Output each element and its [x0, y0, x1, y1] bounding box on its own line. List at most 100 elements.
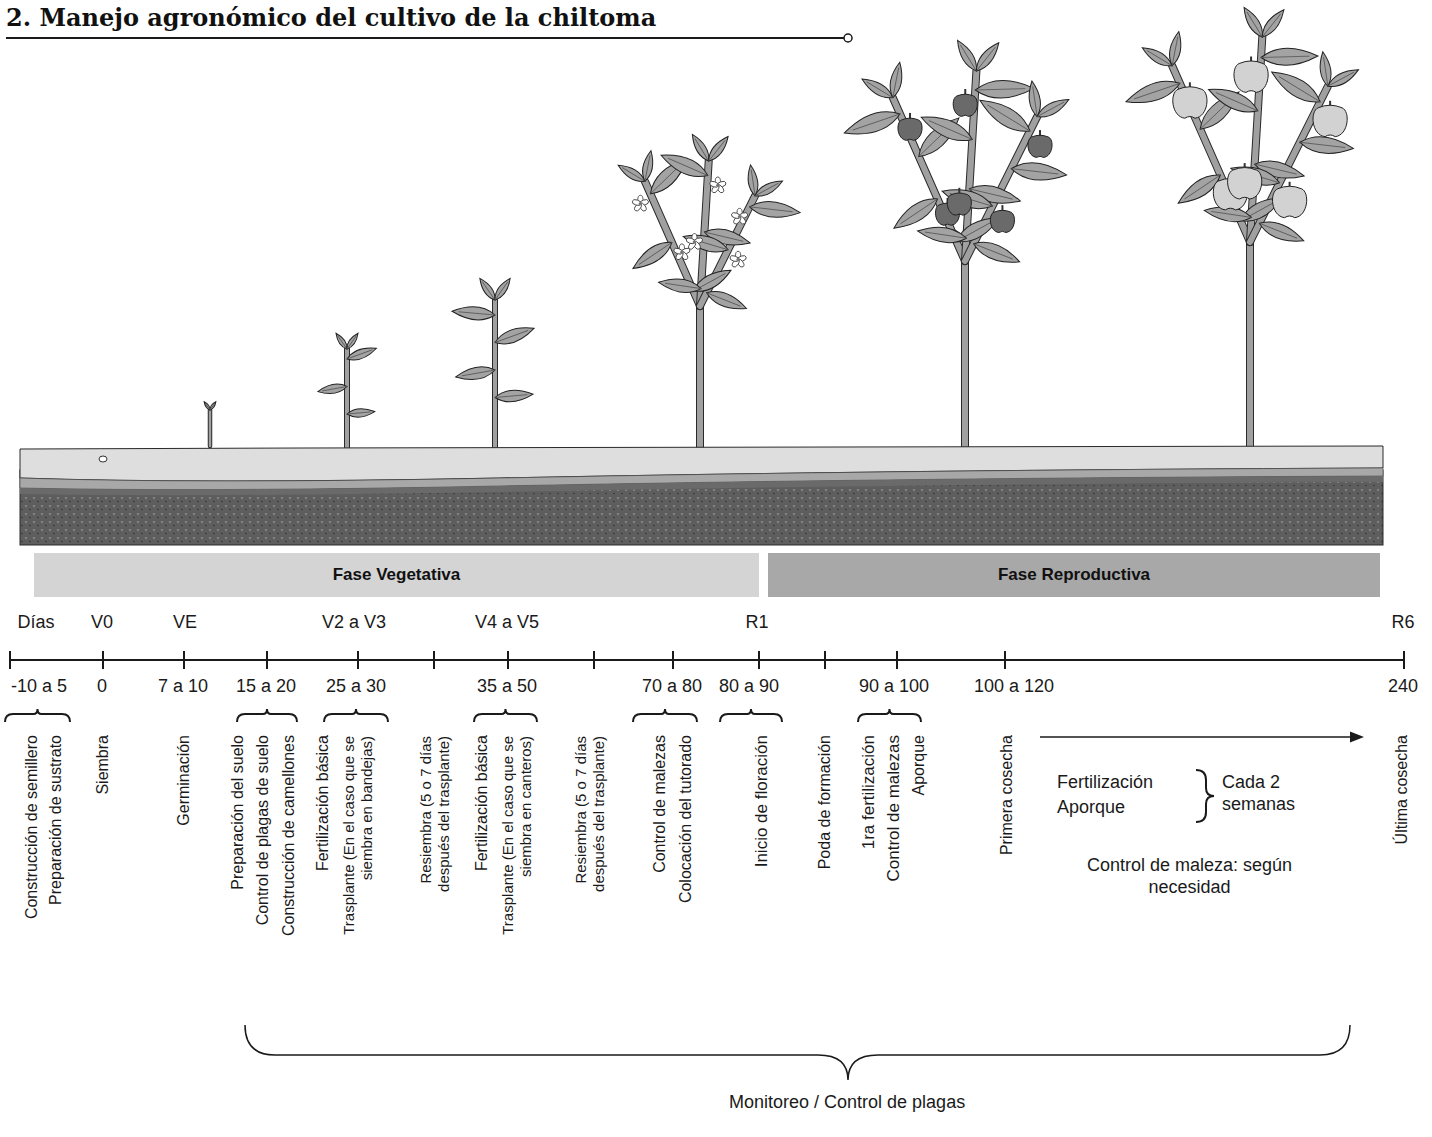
fruit-body	[1234, 61, 1268, 92]
leaf-vein	[462, 370, 495, 376]
stage-code: VE	[173, 612, 197, 634]
activity-label: Aporque	[909, 735, 928, 797]
leaf-vein	[347, 412, 371, 414]
leaf-vein	[1147, 50, 1172, 65]
leaf-vein	[495, 330, 528, 342]
activity-label: Trasplante (En el caso que se siembra en…	[499, 736, 535, 936]
note-text: Control de maleza: según necesidad	[1055, 855, 1325, 898]
leaf	[975, 80, 1034, 99]
leaf	[888, 61, 906, 98]
leaf	[1167, 31, 1184, 67]
leaf	[493, 322, 536, 348]
leaf-vein	[900, 199, 937, 224]
seed	[99, 456, 107, 462]
leaf-blade	[753, 177, 785, 200]
leaf-vein	[929, 121, 972, 140]
leaf	[492, 276, 514, 302]
day-range: 0	[97, 676, 107, 698]
day-range: 25 a 30	[326, 676, 386, 698]
petal	[731, 212, 741, 220]
period-arrow	[1040, 736, 1352, 738]
axis-tick	[1004, 651, 1006, 669]
stem	[697, 306, 703, 451]
leaf	[704, 287, 749, 315]
fruit-body	[1313, 105, 1347, 136]
leaf	[749, 199, 801, 220]
stage-code: V4 a V5	[475, 612, 539, 634]
activity-label: Primera cosecha	[997, 735, 1016, 857]
pepper-fruit	[953, 89, 977, 116]
leaf	[1035, 95, 1072, 122]
stem	[962, 261, 968, 451]
fruit-body	[953, 94, 977, 116]
leaf-vein	[1324, 57, 1328, 86]
leaf-vein	[867, 82, 893, 98]
leaf-vein	[751, 170, 755, 196]
leaf-blade	[1261, 47, 1318, 66]
flower-center	[639, 202, 643, 206]
axis-tick	[507, 651, 509, 669]
time-axis	[10, 651, 1404, 669]
leaf	[209, 401, 217, 411]
fruit-body	[898, 118, 922, 140]
note-text: Aporque	[1057, 797, 1125, 819]
leaf-vein	[1247, 12, 1262, 37]
axis-tick	[1403, 651, 1405, 669]
stem-outline	[696, 306, 704, 451]
leaf-blade	[1010, 160, 1067, 183]
leaf-blade	[317, 382, 348, 396]
flower	[673, 244, 691, 261]
leaf	[971, 237, 1022, 269]
day-range: 70 a 80	[642, 676, 702, 698]
leaf-blade	[1325, 65, 1361, 91]
pepper-fruit	[947, 188, 971, 215]
leaf-blade	[842, 106, 903, 142]
leaf-blade	[629, 237, 676, 275]
phase-band: Fase Vegetativa	[34, 553, 759, 597]
leaf-vein	[974, 244, 1013, 259]
pepper-plant	[203, 401, 217, 446]
leaf-vein	[665, 283, 701, 288]
title-underline	[6, 37, 844, 39]
stage-code: V2 a V3	[322, 612, 386, 634]
leaf-vein	[750, 207, 793, 212]
petal	[686, 237, 696, 245]
leaf-vein	[709, 140, 725, 161]
leaf	[317, 382, 348, 396]
pepper-plant	[616, 132, 801, 451]
leaf-vein	[695, 138, 709, 161]
leaf	[629, 237, 676, 275]
pepper-fruit	[1228, 163, 1262, 199]
leaf-blade	[209, 401, 217, 411]
leaf-vein	[755, 183, 778, 196]
leaf	[345, 332, 361, 351]
leaf-blade	[704, 287, 749, 315]
leaf	[705, 134, 732, 164]
leaf-blade	[705, 134, 732, 164]
leaf-blade	[345, 332, 361, 351]
leaf-blade	[492, 276, 514, 302]
pepper-fruit	[1313, 101, 1347, 137]
leaf	[640, 150, 655, 182]
phase-label: Fase Vegetativa	[333, 565, 461, 585]
stem	[209, 410, 212, 446]
activity-label: Resiembra (5 o 7 días después del traspl…	[417, 736, 453, 916]
leaf-vein	[1216, 93, 1258, 111]
leaf	[1010, 160, 1067, 183]
flower-center	[693, 240, 697, 244]
flower-center	[680, 251, 684, 255]
leaf-vein	[1211, 211, 1251, 217]
leaf	[916, 224, 967, 246]
flower-center	[738, 215, 742, 219]
activity-label: Control de malezas	[884, 735, 904, 883]
fruit-body	[990, 210, 1014, 232]
leaf	[347, 407, 375, 418]
flower	[686, 234, 704, 251]
flower	[709, 177, 727, 194]
fruit-body	[1273, 186, 1307, 217]
phase-label: Fase Reproductiva	[998, 565, 1150, 585]
range-brace	[633, 709, 697, 722]
axis-tick	[593, 651, 595, 669]
pepper-fruit	[1234, 57, 1268, 93]
